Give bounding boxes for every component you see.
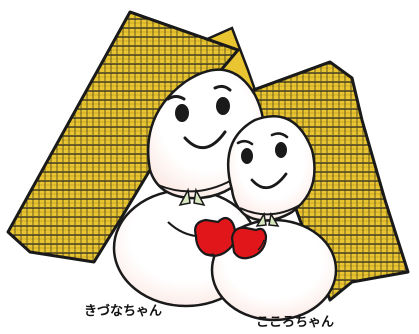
character-name-kizuna: きづなちゃん bbox=[84, 304, 163, 319]
collar-knot-small-icon bbox=[255, 211, 280, 227]
character-name-kokoro: こころちゃん bbox=[256, 315, 335, 330]
collar-knot-icon bbox=[178, 187, 206, 207]
red-mitten-icon bbox=[194, 216, 268, 260]
